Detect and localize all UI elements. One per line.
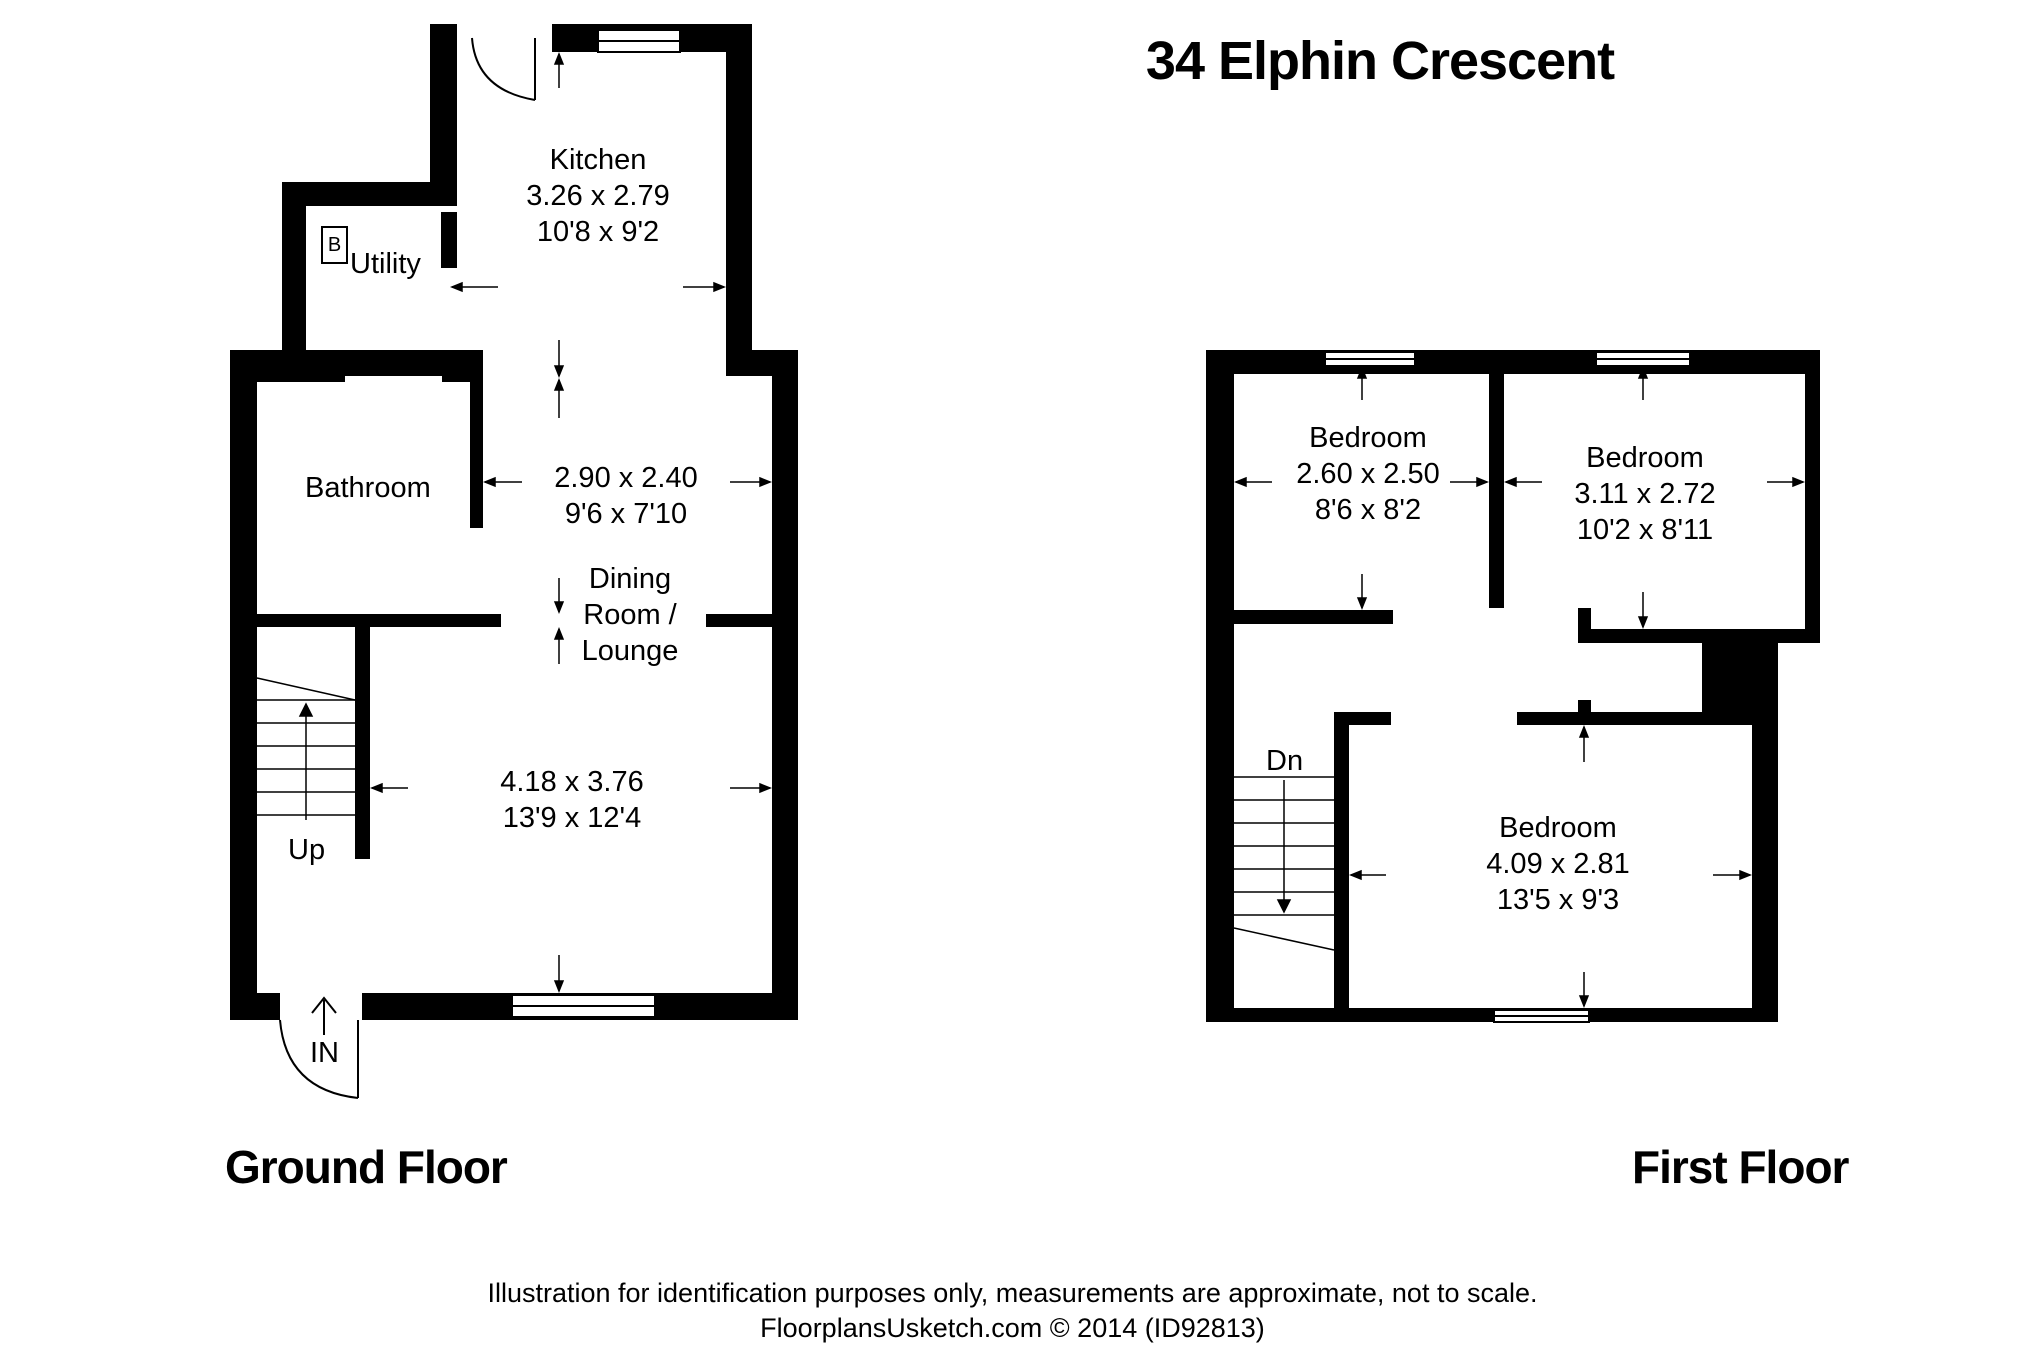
property-title: 34 Elphin Crescent	[1145, 31, 1615, 91]
kitchen-name: Kitchen	[549, 144, 647, 176]
first-floor-label: First Floor	[1632, 1141, 1849, 1193]
ground-floor-label: Ground Floor	[225, 1141, 508, 1193]
first-bottom-wall	[1206, 1008, 1778, 1022]
ground-floor-stairs	[256, 677, 356, 820]
entrance-arrow-icon	[311, 996, 337, 1035]
stairs-down-label: Dn	[1266, 745, 1304, 777]
dining-name-line1: Dining	[588, 563, 672, 595]
lounge-imperial: 13'9 x 12'4	[502, 802, 642, 834]
first-floor-dimension-arrows	[1233, 365, 1806, 1009]
kitchen-east-wall	[726, 24, 752, 374]
kitchen-label: Kitchen 3.26 x 2.79 10'8 x 9'2	[526, 142, 670, 250]
first-floor-stairs	[1233, 776, 1335, 951]
dining-name-line2: Room /	[583, 599, 677, 631]
lounge-divider-stub	[706, 614, 778, 627]
bedroom2-name: Bedroom	[1586, 442, 1704, 474]
bedroom1-south-wall	[1234, 610, 1393, 624]
first-floor-walls	[1206, 350, 1820, 1022]
credit-text: FloorplansUsketch.com © 2014 (ID92813)	[760, 1313, 1265, 1343]
lounge-metric: 4.18 x 3.76	[500, 766, 644, 798]
bedroom3-west-wall	[1334, 712, 1349, 1022]
bedroom1-metric: 2.60 x 2.50	[1296, 458, 1440, 490]
bathroom-label: Bathroom	[305, 472, 431, 504]
bedroom3-metric: 4.09 x 2.81	[1486, 848, 1630, 880]
dining-metric: 2.90 x 2.40	[554, 462, 698, 494]
kitchen-west-wall	[430, 24, 457, 182]
door-stub	[1578, 700, 1591, 712]
bedroom2-south-wall	[1578, 629, 1820, 643]
bedroom2-west-stub	[1578, 608, 1591, 643]
first-top-wall	[1206, 350, 1820, 374]
lounge-dimensions: 4.18 x 3.76 13'9 x 12'4	[500, 764, 644, 836]
dining-room-lounge-label: Dining Room / Lounge	[582, 561, 679, 669]
bedroom2-east-wall	[1805, 350, 1820, 643]
entrance-label: IN	[310, 1037, 339, 1069]
bedroom3-label: Bedroom 4.09 x 2.81 13'5 x 9'3	[1486, 810, 1630, 918]
bathroom-east-wall	[470, 350, 483, 528]
bedroom1-imperial: 8'6 x 8'2	[1314, 494, 1422, 526]
first-floor-windows	[1324, 351, 1691, 1023]
front-door	[279, 1019, 359, 1099]
bedroom-divider	[1489, 350, 1504, 608]
bedroom3-name: Bedroom	[1499, 812, 1617, 844]
stair-partition	[355, 627, 370, 859]
utility-west-wall	[282, 182, 306, 354]
ground-floor-walls	[230, 24, 798, 1020]
bathroom-notch-left	[257, 350, 345, 382]
disclaimer-text: Illustration for identification purposes…	[487, 1278, 1538, 1308]
ground-east-wall	[772, 350, 798, 1020]
stairs-up-label: Up	[288, 834, 326, 866]
boiler-icon: B	[321, 226, 348, 264]
dining-name-line3: Lounge	[581, 635, 679, 667]
ground-floor-dimension-arrows	[369, 51, 773, 994]
dining-dimensions: 2.90 x 2.40 9'6 x 7'10	[554, 460, 698, 532]
kitchen-metric: 3.26 x 2.79	[526, 180, 670, 212]
bedroom2-label: Bedroom 3.11 x 2.72 10'2 x 8'11	[1574, 440, 1715, 548]
bedroom2-metric: 3.11 x 2.72	[1574, 478, 1716, 510]
bedroom3-imperial: 13'5 x 9'3	[1496, 884, 1620, 916]
ground-bottom-wall-left	[230, 993, 280, 1020]
bedroom3-top-wall-right	[1517, 712, 1778, 725]
kitchen-utility-divider	[441, 212, 457, 268]
bedroom1-name: Bedroom	[1309, 422, 1427, 454]
first-west-wall	[1206, 350, 1234, 1022]
ground-west-wall	[230, 350, 257, 1020]
kitchen-imperial: 10'8 x 9'2	[536, 216, 660, 248]
bedroom3-east-wall	[1752, 643, 1778, 1022]
bathroom-south-wall	[257, 614, 501, 627]
ground-floor-windows	[511, 29, 681, 1018]
bedroom2-imperial: 10'2 x 8'11	[1576, 514, 1714, 546]
utility-label: Utility	[350, 248, 421, 280]
dining-imperial: 9'6 x 7'10	[564, 498, 688, 530]
kitchen-back-door	[471, 37, 536, 101]
ground-floor-doors	[279, 37, 536, 1099]
bedroom1-label: Bedroom 2.60 x 2.50 8'6 x 8'2	[1296, 420, 1440, 528]
utility-top-wall	[282, 182, 457, 206]
